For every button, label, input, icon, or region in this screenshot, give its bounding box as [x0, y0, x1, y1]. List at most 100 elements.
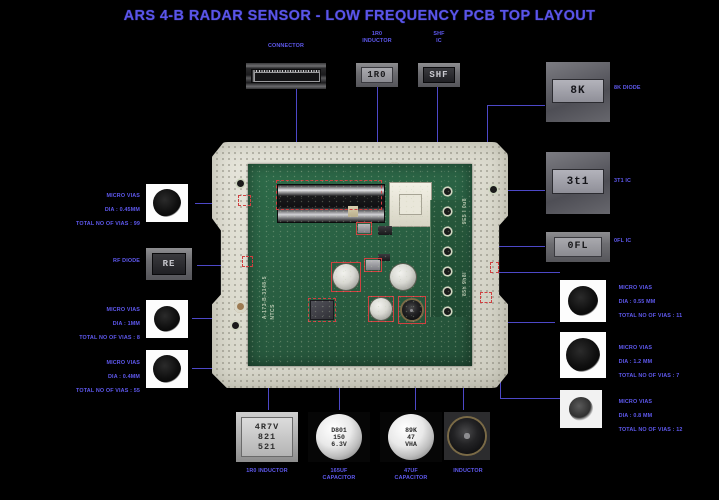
1r0-bottom-line1: 4R7V: [254, 422, 280, 432]
leader-line-via08-h: [500, 398, 560, 399]
thumb-rf-diode: RE: [146, 248, 192, 280]
strip-pad-1: [443, 188, 451, 196]
highlight-via-right-2: [480, 292, 492, 303]
strip-pad-2: [443, 208, 451, 216]
label-165uf-capacitor: 165UF CAPACITOR: [322, 468, 356, 481]
highlight-box-qfn: [307, 298, 336, 323]
via-dot-12: [566, 338, 600, 372]
strip-pad-3: [443, 228, 451, 236]
thumb-0fl-ic: 0FL: [546, 232, 610, 262]
pcb-qfn-ic: [309, 300, 334, 321]
cap47-line3: VHA: [405, 440, 417, 448]
highlight-box-ic2: [355, 222, 372, 236]
pcb-ic-2: [357, 224, 370, 234]
label-0fl-ic: 0FL IC: [614, 238, 632, 244]
label-connector: CONNECTOR: [268, 43, 304, 49]
via-1mm-line3: TOTAL NO OF VIAS : 8: [79, 335, 140, 341]
silk-left-vertical-2: NTCS: [269, 304, 276, 320]
highlight-box-inductor: [397, 296, 426, 325]
thumb-1r0-text: 1R0: [361, 66, 393, 84]
highlight-box-ic4: [363, 258, 382, 273]
thumb-connector: [246, 63, 326, 89]
leader-line-1r0: [377, 86, 378, 168]
label-rf-diode: RF DIODE: [113, 258, 140, 264]
thumb-via-04: [146, 350, 188, 388]
via-dot-055: [568, 286, 598, 316]
mount-ring-left: [234, 300, 247, 313]
leader-line-8k-h: [487, 105, 545, 106]
label-via-055: MICRO VIAS DIA : 0.55 MM TOTAL NO OF VIA…: [612, 278, 717, 327]
via-dot-045: [153, 189, 181, 217]
thumb-3t1-text: 3t1: [552, 169, 604, 195]
strip-pad-6: [443, 288, 451, 296]
thumb-1r0-bottom-face: 4R7V 821 521: [240, 417, 294, 457]
via-1mm-line2: DIA : 1MM: [112, 321, 140, 327]
cap47-line1: 89K: [405, 426, 417, 434]
via-12-line3: TOTAL NO OF VIAS : 7: [618, 373, 680, 379]
pcb-ic-4: [365, 260, 380, 271]
thumb-1r0-inductor: 1R0: [356, 63, 398, 87]
highlight-box-cap1: [330, 262, 361, 293]
label-1r0-inductor: 1R0 INDUCTOR: [362, 31, 392, 44]
thumb-inductor-bottom: [444, 412, 490, 460]
mount-hole-tr: [490, 186, 497, 193]
pcb-inductor: [400, 298, 424, 322]
cap47-line2: 47: [407, 433, 415, 441]
thumb-via-055: [560, 280, 606, 322]
thumb-1r0-inductor-bottom: 4R7V 821 521: [236, 412, 298, 462]
pcb-board: 9E5 l 0u8 85h 9h8l A-173-B-3148-5 NTCS: [212, 142, 508, 388]
label-3t1-ic: 3T1 IC: [614, 178, 632, 184]
leader-line-connector: [296, 88, 297, 148]
via-dot-04: [153, 355, 181, 383]
highlight-via-left-top: [238, 195, 251, 206]
strip-pad-5: [443, 268, 451, 276]
via-045-line3: TOTAL NO OF VIAS : 99: [76, 221, 140, 227]
leader-line-rfdiode-h: [197, 265, 242, 266]
thumb-8k-diode: 8K: [546, 62, 610, 122]
via-04-line3: TOTAL NO OF VIAS : 55: [76, 388, 140, 394]
via-04-line2: DIA : 0.4MM: [108, 374, 140, 380]
inductor-core: [449, 418, 485, 454]
highlight-box-cap3: [367, 296, 394, 323]
leader-line-8k-v: [487, 105, 488, 167]
highlight-via-right: [490, 262, 499, 273]
via-08-line2: DIA : 0.8 MM: [618, 413, 653, 419]
leader-line-via055-h: [470, 272, 560, 273]
silk-right-top: 9E5 l 0u8: [462, 198, 469, 225]
pcb-capacitor-2: [389, 264, 416, 291]
thumb-via-1mm: [146, 300, 188, 338]
via-1mm-line1: MICRO VIAS: [106, 307, 140, 313]
via-dot-1mm: [154, 306, 180, 332]
silk-left-vertical: A-173-B-3148-5: [261, 276, 268, 320]
highlight-box-connector: [275, 180, 382, 211]
pcb-substrate: 9E5 l 0u8 85h 9h8l A-173-B-3148-5 NTCS: [247, 164, 473, 366]
leader-line-shf: [437, 86, 438, 161]
pcb-right-strip: [429, 200, 466, 318]
thumb-8k-text: 8K: [552, 78, 604, 103]
thumb-via-045: [146, 184, 188, 222]
pcb-ic-3: [377, 254, 390, 262]
leader-line-0fl-h: [462, 246, 545, 247]
label-shf-ic: SHF IC: [433, 31, 445, 44]
via-045-line2: DIA : 0.45MM: [104, 207, 140, 213]
pcb-sot-1: [347, 206, 358, 218]
thumb-via-08: [560, 390, 602, 428]
strip-pad-4: [443, 248, 451, 256]
leader-line-bottom-4: [463, 372, 464, 410]
label-8k-diode: 8K DIODE: [614, 85, 641, 91]
thumb-rf-diode-text: RE: [151, 253, 187, 275]
via-08-line3: TOTAL NO OF VIAS : 12: [618, 427, 683, 433]
cap-165uf-can: D801 150 6.3V: [316, 414, 362, 460]
strip-pad-7: [443, 308, 451, 316]
via-04-line1: MICRO VIAS: [106, 360, 140, 366]
pcb-white-header: [389, 182, 432, 227]
cap165-line1: D801: [331, 426, 347, 434]
via-08-line1: MICRO VIAS: [618, 399, 653, 405]
label-1r0-inductor-bottom: 1R0 INDUCTOR: [246, 468, 288, 474]
pcb-ic-1: [377, 226, 392, 236]
leader-line-via04-h: [192, 368, 222, 369]
thumb-shf-text: SHF: [423, 66, 455, 84]
via-055-line3: TOTAL NO OF VIAS : 11: [618, 313, 683, 319]
via-045-line1: MICRO VIAS: [106, 193, 140, 199]
